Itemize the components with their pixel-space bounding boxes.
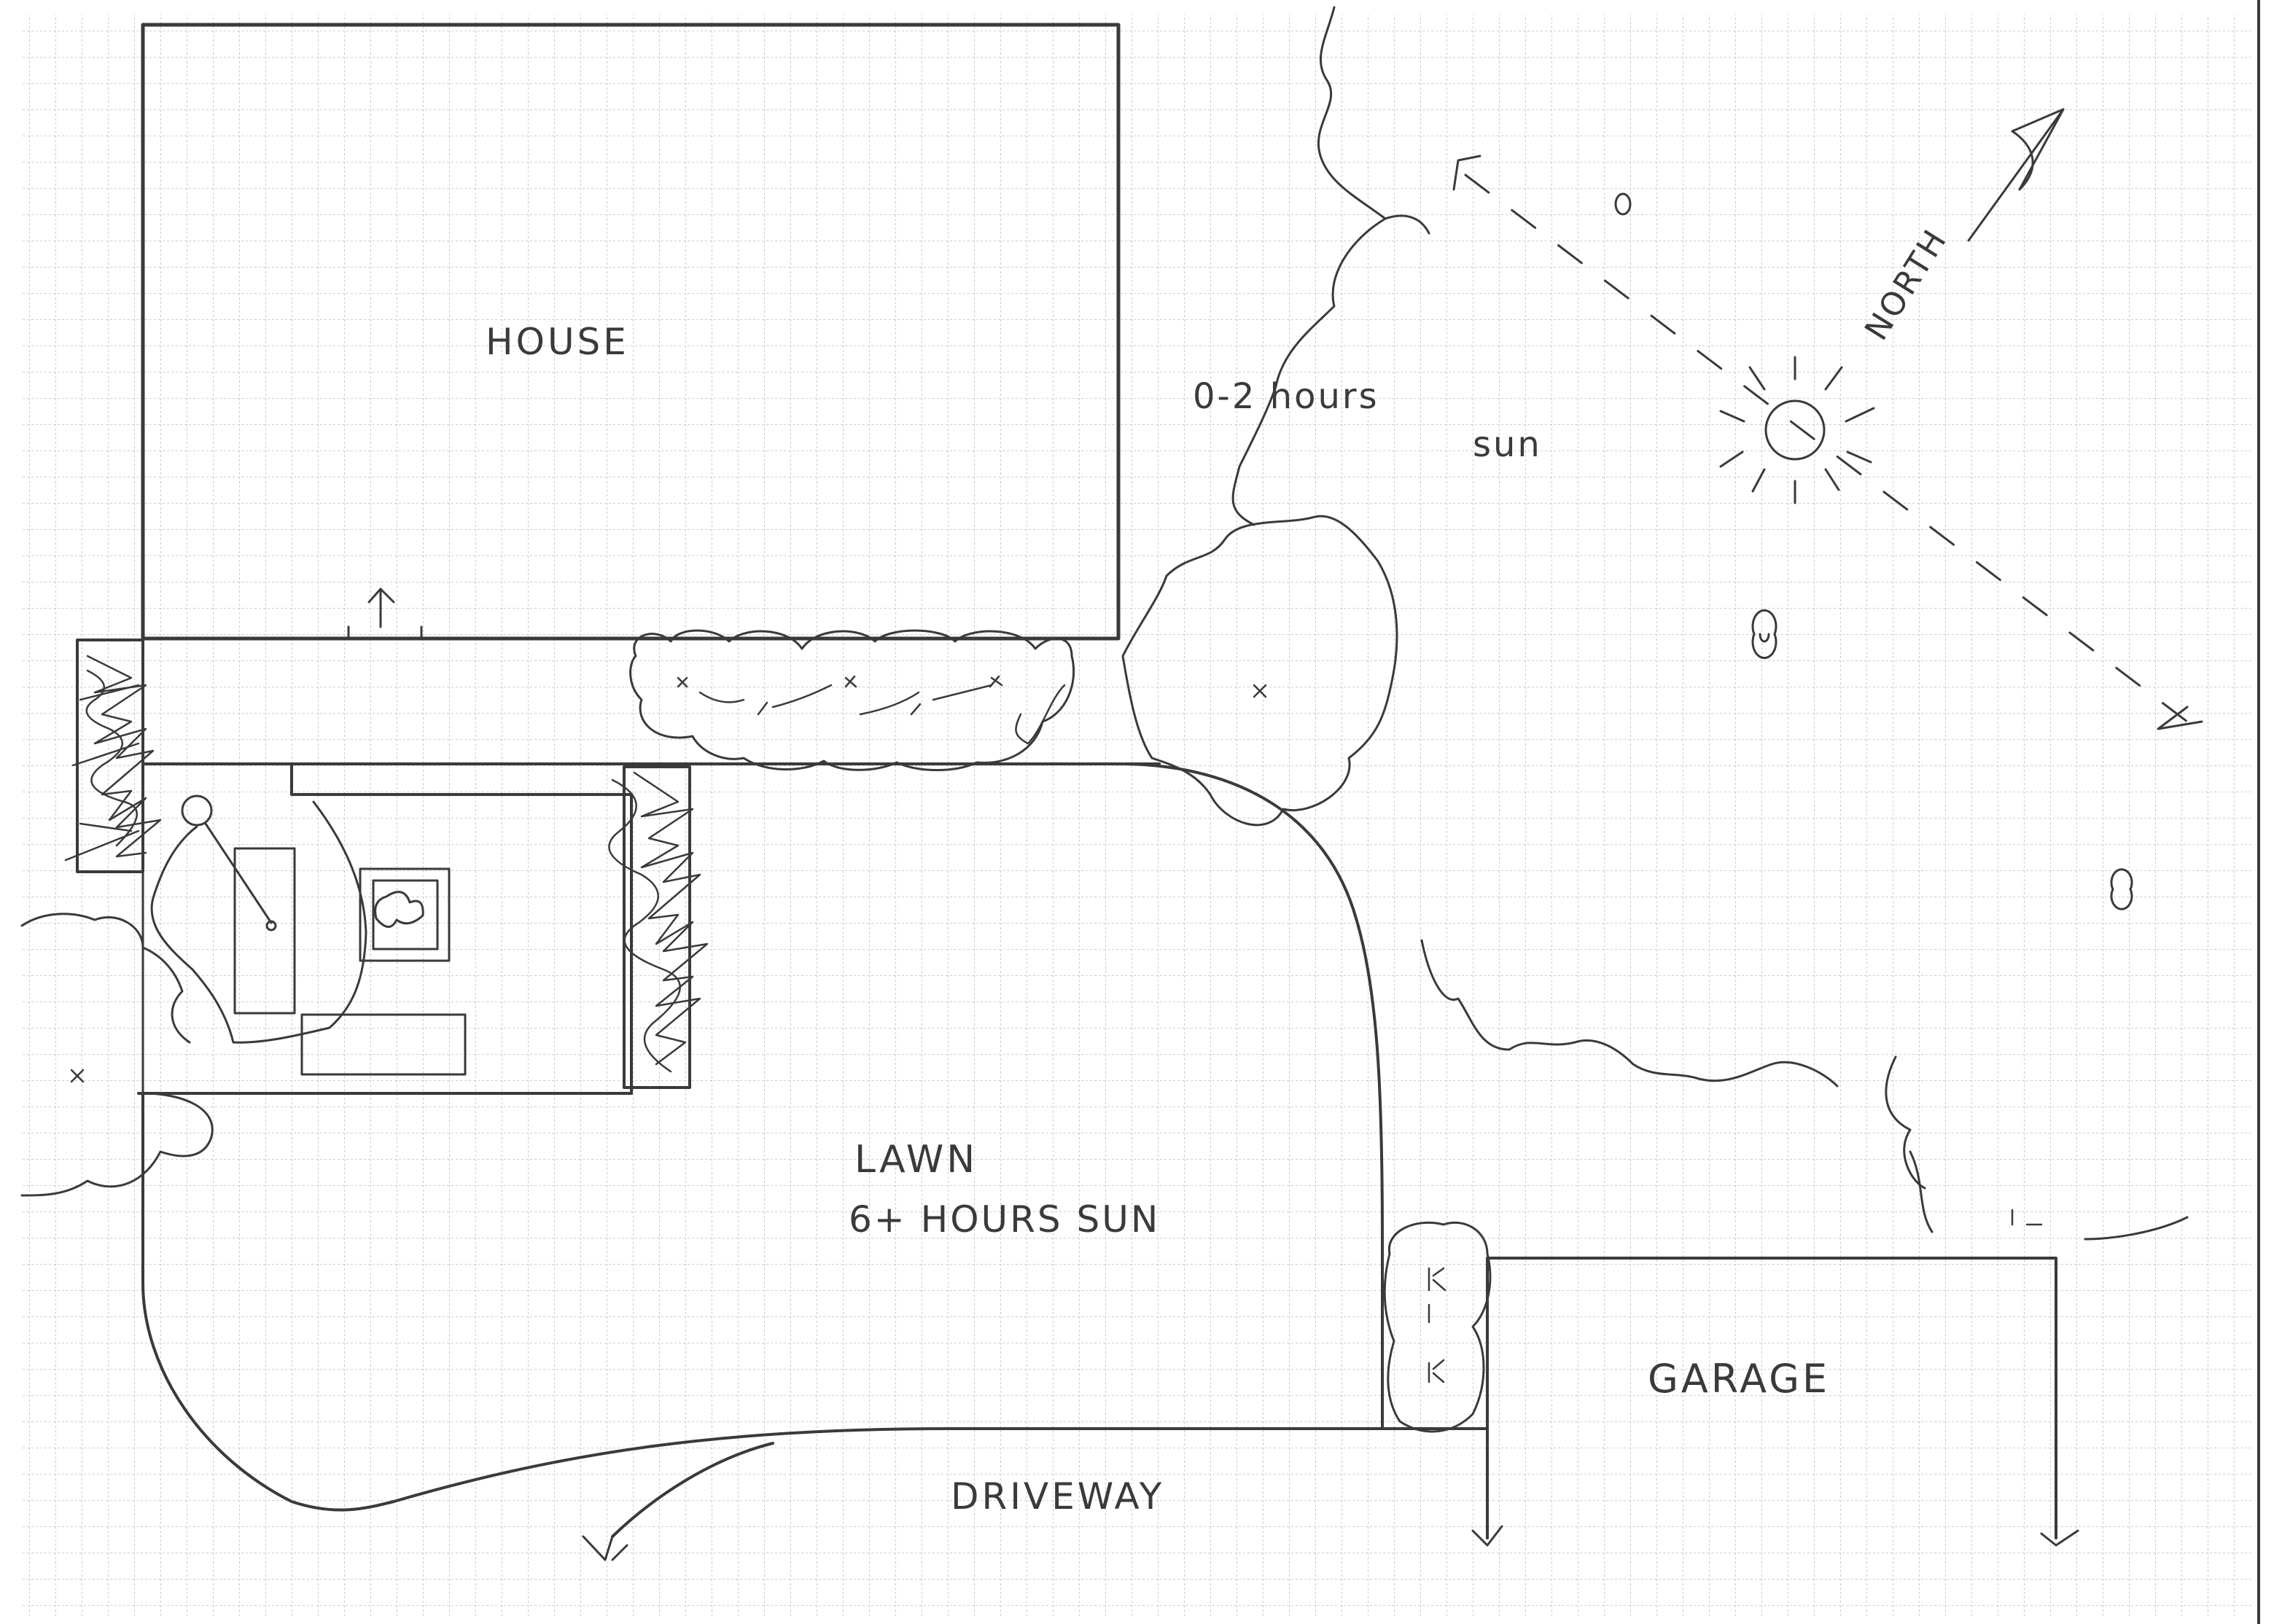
patio [137,587,1161,1095]
large-tree [1015,515,1398,827]
shade-bed [1420,939,2189,1241]
garage-label: GARAGE [1648,1356,1830,1402]
lawn-label: LAWN [854,1138,978,1182]
hedge-row [629,629,1075,771]
left-planter-bed [64,639,162,873]
middle-planter-bed [608,765,709,1089]
sun-path [1452,155,2203,910]
sun-icon [1719,356,1875,504]
lawn-edge-and-driveway [20,762,1489,1561]
north-arrow-icon [1967,108,2065,242]
house-label: HOUSE [486,321,629,363]
driveway-label: DRIVEWAY [951,1475,1164,1518]
shade-tree-outline [1231,6,1430,526]
graph-paper-grid [22,15,2253,1618]
shade-hours-label: 0-2 hours [1193,376,1379,417]
garage-outline [1383,1221,2079,1547]
shade-sun-label: sun [1473,424,1542,465]
lawn-sun-label: 6+ HOURS SUN [849,1198,1160,1241]
